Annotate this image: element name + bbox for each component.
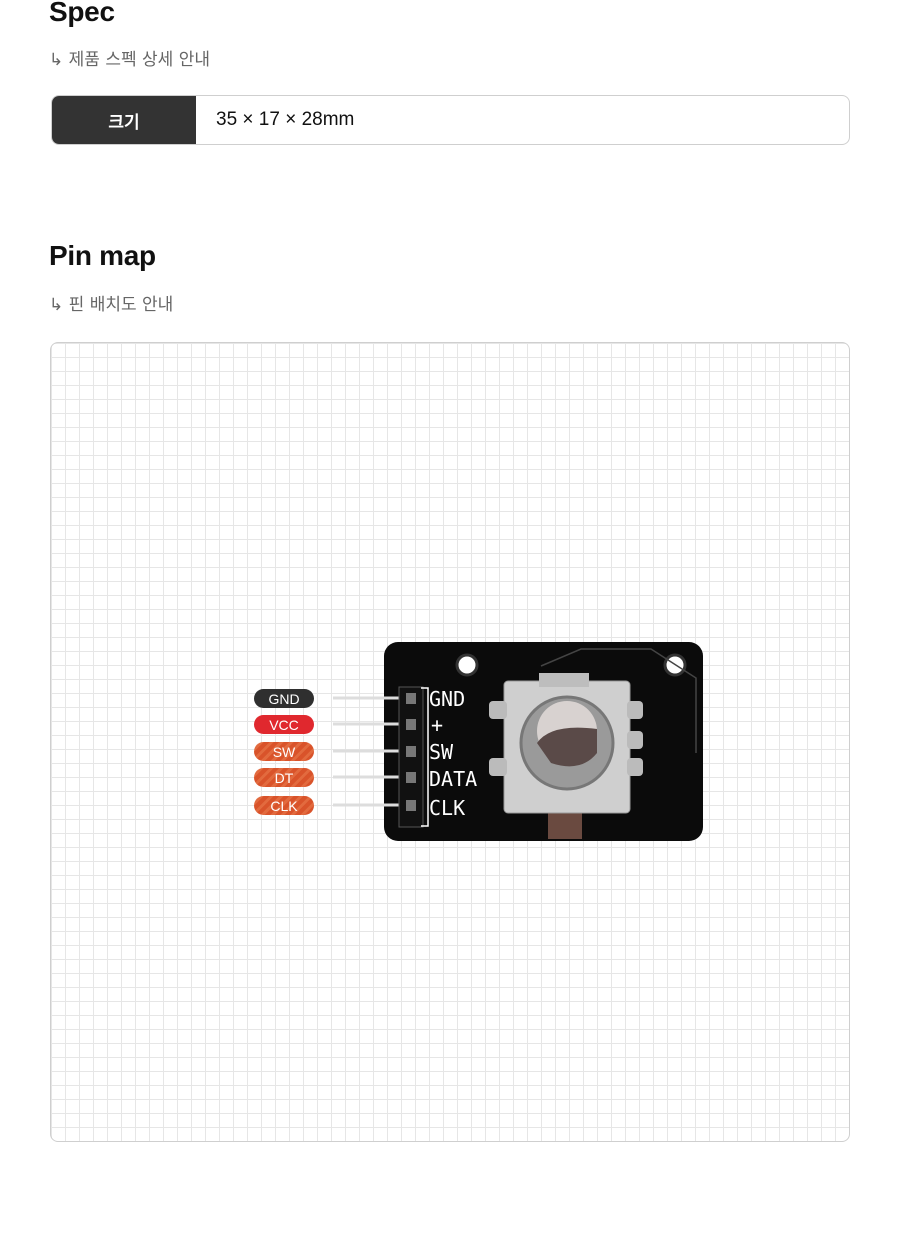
silk-clk: CLK [429, 796, 465, 820]
pin-label-clk: CLK [254, 796, 314, 815]
silk-gnd: GND [429, 687, 465, 711]
pin-label-vcc: VCC [254, 715, 314, 734]
silk-sw: SW [429, 740, 454, 764]
spec-table-row: 크기 35 × 17 × 28mm [51, 95, 850, 145]
pin-label-sw: SW [254, 742, 314, 761]
spec-value: 35 × 17 × 28mm [216, 109, 355, 130]
rotary-encoder-board-image: GND + SW DATA CLK [333, 642, 703, 841]
spec-title: Spec [49, 0, 115, 27]
pinmap-title: Pin map [49, 240, 156, 271]
spec-label: 크기 [52, 96, 196, 144]
pinmap-subtitle: ↳ 핀 배치도 안내 [49, 295, 174, 315]
pin-map-diagram: GND + SW DATA CLK GND VCC SW DT CLK [50, 342, 850, 1142]
pin-label-dt: DT [254, 768, 314, 787]
silk-data: DATA [429, 767, 477, 791]
pin-label-gnd: GND [254, 689, 314, 708]
spec-subtitle: ↳ 제품 스펙 상세 안내 [49, 50, 210, 70]
silk-plus: + [431, 713, 443, 737]
